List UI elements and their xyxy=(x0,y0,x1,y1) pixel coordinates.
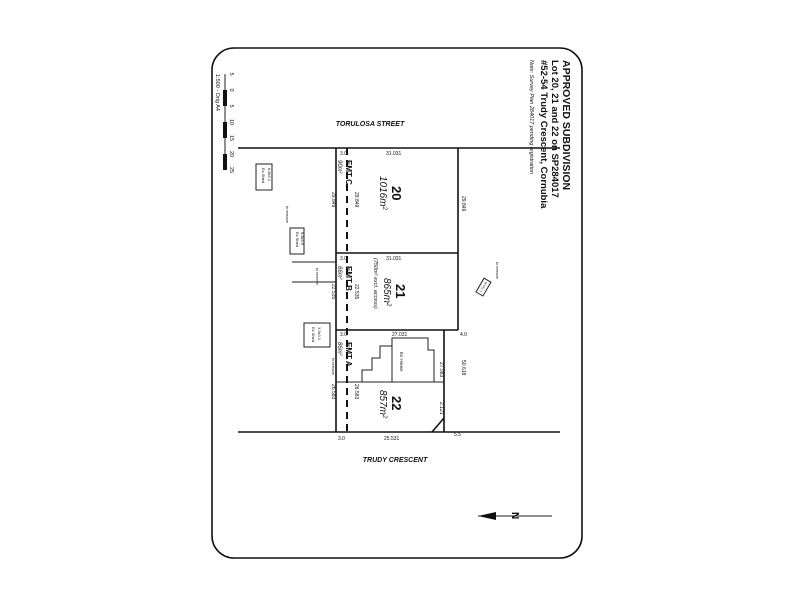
scale-bar-block xyxy=(223,154,227,170)
plan-lots-line: Lot 20, 21 and 22 on SP284017 xyxy=(549,60,560,198)
easement-area: 90m2 xyxy=(336,160,343,174)
scale-bar: 5 0 5 10 15 20 25 1:500 - Orig A4 xyxy=(214,72,234,173)
dim-bottom-right: 5.5 xyxy=(454,432,461,438)
removal-note: to remove xyxy=(331,358,335,375)
dim-lot22-left-inner: 26.583 xyxy=(353,384,359,400)
lot-area-note: (750m² excl. access) xyxy=(372,258,378,309)
scale-tick-label: 0 xyxy=(228,88,234,91)
lot-area: 857m2 xyxy=(377,390,388,419)
removal-note: to remove xyxy=(315,268,319,285)
lot22-corner-truncation xyxy=(431,417,445,433)
shed-size: 5.8x4.5 xyxy=(300,232,305,246)
scale-bar-block xyxy=(223,122,227,138)
dim-lot22-left: 26.583 xyxy=(330,384,336,400)
plan-address: #52-54 Trudy Crescent, Cornubia xyxy=(538,60,549,209)
easement-area: 86m2 xyxy=(336,342,343,356)
shed-size: 3.9x3.1 xyxy=(317,327,322,341)
shed-box-d: 1.7x1.8 xyxy=(475,277,492,297)
easement-b-label: EMT B 66m2 xyxy=(336,266,353,291)
lot-22-label: 22 857m2 xyxy=(377,390,404,419)
shed-size: 6.8x3.1 xyxy=(267,168,272,182)
plan-note: Note: Survey Plan 284017 pending registr… xyxy=(528,60,534,174)
page-frame xyxy=(211,47,583,559)
easement-c-label: EMT C 90m2 xyxy=(336,160,353,185)
street-label-trudy: TRUDY CRESCENT xyxy=(363,457,428,464)
easement-a-label: EMT A 86m2 xyxy=(336,342,353,367)
lot-area: 865m2 xyxy=(381,278,392,307)
dim-lot22-top-right: 27.031 xyxy=(392,332,408,338)
lot-20-label: 20 1016m2 xyxy=(377,176,404,211)
dim-lot21-top-right: 31.031 xyxy=(386,256,402,262)
dim-lot22-right-top: 4.0 xyxy=(460,332,467,338)
house-label: Ex House xyxy=(399,352,404,372)
easement-name: EMT A xyxy=(344,342,353,367)
street-label-torulosa: TORULOSA STREET xyxy=(336,121,405,128)
scale-tick-label: 20 xyxy=(228,151,234,157)
plan-title: APPROVED SUBDIVISION xyxy=(560,60,572,190)
lot-area: 1016m2 xyxy=(377,176,388,211)
removal-note: to remove xyxy=(495,262,499,279)
scale-bar-block xyxy=(223,90,227,106)
existing-house-outline xyxy=(361,337,435,382)
dim-lot21-left-inner: 22.535 xyxy=(353,284,359,300)
lot-number: 20 xyxy=(389,186,404,200)
scale-tick-label: 5 xyxy=(228,72,234,75)
scale-tick-label: 5 xyxy=(228,104,234,107)
plan-header: APPROVED SUBDIVISION Lot 20, 21 and 22 o… xyxy=(528,60,572,209)
dim-lot21-top-left: 3.0 xyxy=(340,256,347,262)
dim-top-right: 31.031 xyxy=(386,151,402,157)
north-arrow-head xyxy=(478,512,496,520)
easement-name: EMT B xyxy=(344,266,353,291)
dim-lot22-top-left: 3.0 xyxy=(340,332,347,338)
dim-lot20-right: 29.849 xyxy=(460,196,466,212)
shed-box-b: Ex Shed 5.8x4.5 xyxy=(289,227,305,255)
scale-tick-label: 25 xyxy=(228,167,234,173)
dim-lot21-left: 22.535 xyxy=(330,284,336,300)
dim-lot22-right: 50.618 xyxy=(460,360,466,376)
shed-label: Ex Shed xyxy=(261,168,266,183)
shed-label: Ex Shed xyxy=(295,232,300,247)
shed-box-a: Ex Shed 6.8x3.1 xyxy=(255,163,273,191)
north-arrow-letter: N xyxy=(509,512,520,519)
dim-corner-truncation: 2.121 xyxy=(438,402,444,415)
lot-number: 21 xyxy=(393,284,408,298)
scale-tick-label: 15 xyxy=(228,135,234,141)
easement-name: EMT C xyxy=(344,160,353,185)
north-arrow: N xyxy=(478,512,552,520)
lot-21-label: 21 865m2 (750m² excl. access) xyxy=(372,258,408,309)
dim-lot20-left-inner: 29.849 xyxy=(353,192,359,208)
shed-label: Ex Shed xyxy=(311,327,316,342)
easement-area: 66m2 xyxy=(336,266,343,280)
shed-box-c: Ex Shed 3.9x3.1 xyxy=(303,322,331,348)
scale-ratio: 1:500 - Orig A4 xyxy=(214,74,220,111)
dim-top-left: 3.0 xyxy=(340,151,347,157)
dim-lot20-left: 29.849 xyxy=(330,192,336,208)
dim-bottom-left: 3.0 xyxy=(338,436,345,442)
dim-bottom-mid: 25.531 xyxy=(384,436,400,442)
shed-size: 1.7x1.8 xyxy=(479,281,488,293)
lot-number: 22 xyxy=(389,396,404,410)
scale-tick-label: 10 xyxy=(228,119,234,125)
dim-lot22-inner-right: 27.083 xyxy=(438,362,444,378)
removal-note: to remove xyxy=(285,206,289,223)
